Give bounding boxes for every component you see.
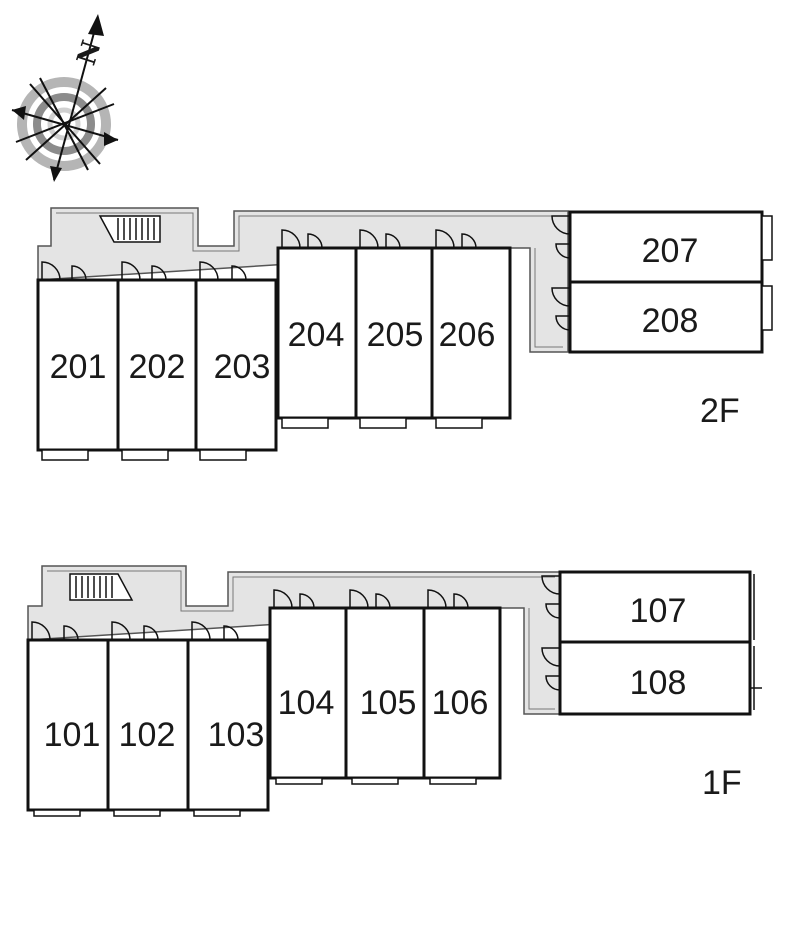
unit-207: 207 — [568, 210, 773, 284]
unit-204: 204 — [276, 246, 358, 429]
door-swings-2f — [41, 215, 571, 331]
unit-206: 206 — [430, 246, 512, 429]
unit-105: 105 — [344, 606, 426, 785]
unit-103: 103 — [186, 638, 270, 817]
stairs-2f — [98, 215, 161, 243]
floor-1f: 101 102 103 104 105 106 — [26, 565, 762, 817]
unit-202: 202 — [116, 278, 198, 461]
unit-number: 107 — [630, 592, 687, 630]
unit-number: 207 — [642, 232, 699, 270]
unit-number: 206 — [439, 316, 496, 354]
unit-number: 204 — [288, 316, 345, 354]
unit-number: 103 — [208, 716, 265, 754]
unit-number: 208 — [642, 302, 699, 340]
unit-number: 106 — [432, 684, 489, 722]
unit-205: 205 — [354, 246, 434, 429]
compass-rose-icon — [11, 14, 119, 182]
unit-number: 102 — [119, 716, 176, 754]
unit-number: 104 — [278, 684, 335, 722]
unit-106: 106 — [422, 606, 502, 785]
north-label: N — [72, 37, 108, 69]
unit-108: 108 — [558, 640, 762, 716]
unit-number: 205 — [367, 316, 424, 354]
compass: N — [11, 14, 119, 182]
unit-201: 201 — [36, 278, 120, 461]
unit-number: 202 — [129, 348, 186, 386]
unit-102: 102 — [106, 638, 190, 817]
corridor-1f — [27, 565, 561, 715]
unit-number: 101 — [44, 716, 101, 754]
unit-number: 203 — [214, 348, 271, 386]
floor-2f: 201 202 203 204 205 206 — [36, 207, 773, 461]
floor-label-2f: 2F — [700, 392, 740, 430]
door-swings-1f — [31, 575, 561, 691]
unit-107: 107 — [558, 570, 755, 644]
unit-101: 101 — [26, 638, 110, 817]
unit-104: 104 — [268, 606, 348, 785]
stairs-1f — [69, 573, 134, 601]
unit-number: 105 — [360, 684, 417, 722]
floor-label-1f: 1F — [702, 764, 742, 802]
unit-number: 201 — [50, 348, 107, 386]
unit-number: 108 — [630, 664, 687, 702]
unit-208: 208 — [568, 280, 773, 354]
unit-203: 203 — [194, 278, 278, 461]
